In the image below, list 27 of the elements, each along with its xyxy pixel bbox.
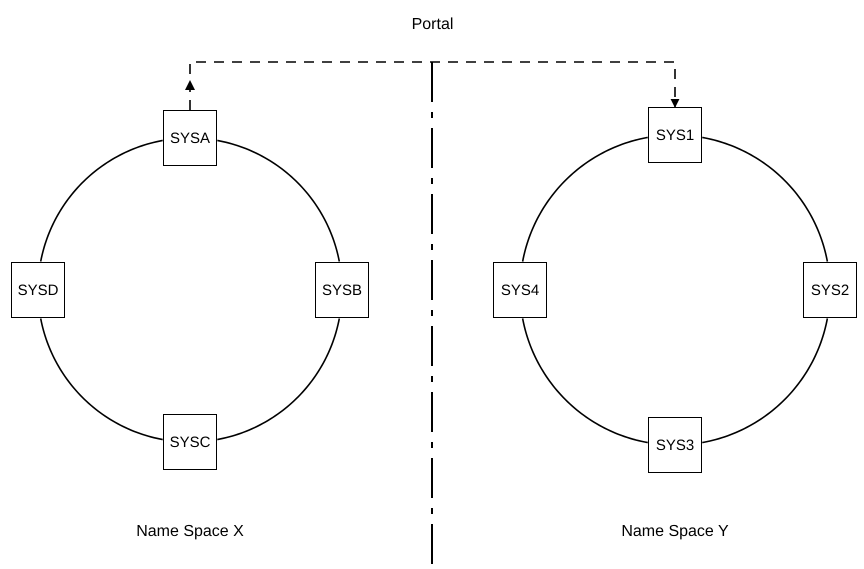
dashed-connector	[185, 61, 680, 110]
system-label: SYS2	[810, 282, 850, 298]
system-box	[803, 262, 857, 318]
system-label: SYSD	[18, 282, 58, 298]
ring-connector	[702, 318, 828, 444]
system-label: SYSC	[170, 434, 210, 450]
ring-connector	[40, 140, 163, 262]
ring-connector	[217, 140, 340, 262]
system-box	[493, 262, 547, 318]
system-box	[163, 414, 217, 470]
system-label: SYSB	[322, 282, 362, 298]
ring-connector	[40, 318, 163, 440]
system-label: SYS3	[656, 436, 694, 454]
system-label: SYS1	[656, 126, 694, 144]
system-label: SYSA	[170, 130, 210, 146]
ring-connector	[522, 318, 648, 444]
system-box	[163, 110, 217, 166]
system-box	[648, 417, 702, 473]
ring-connector	[702, 136, 828, 262]
system-box	[648, 107, 702, 163]
namespace-label: Name Space Y	[621, 523, 729, 541]
system-box	[315, 262, 369, 318]
ring-connector	[522, 136, 648, 262]
ring-connector	[217, 318, 340, 440]
namespace-label: Name Space X	[136, 523, 244, 541]
system-box	[11, 262, 65, 318]
system-label: SYS4	[500, 282, 540, 298]
